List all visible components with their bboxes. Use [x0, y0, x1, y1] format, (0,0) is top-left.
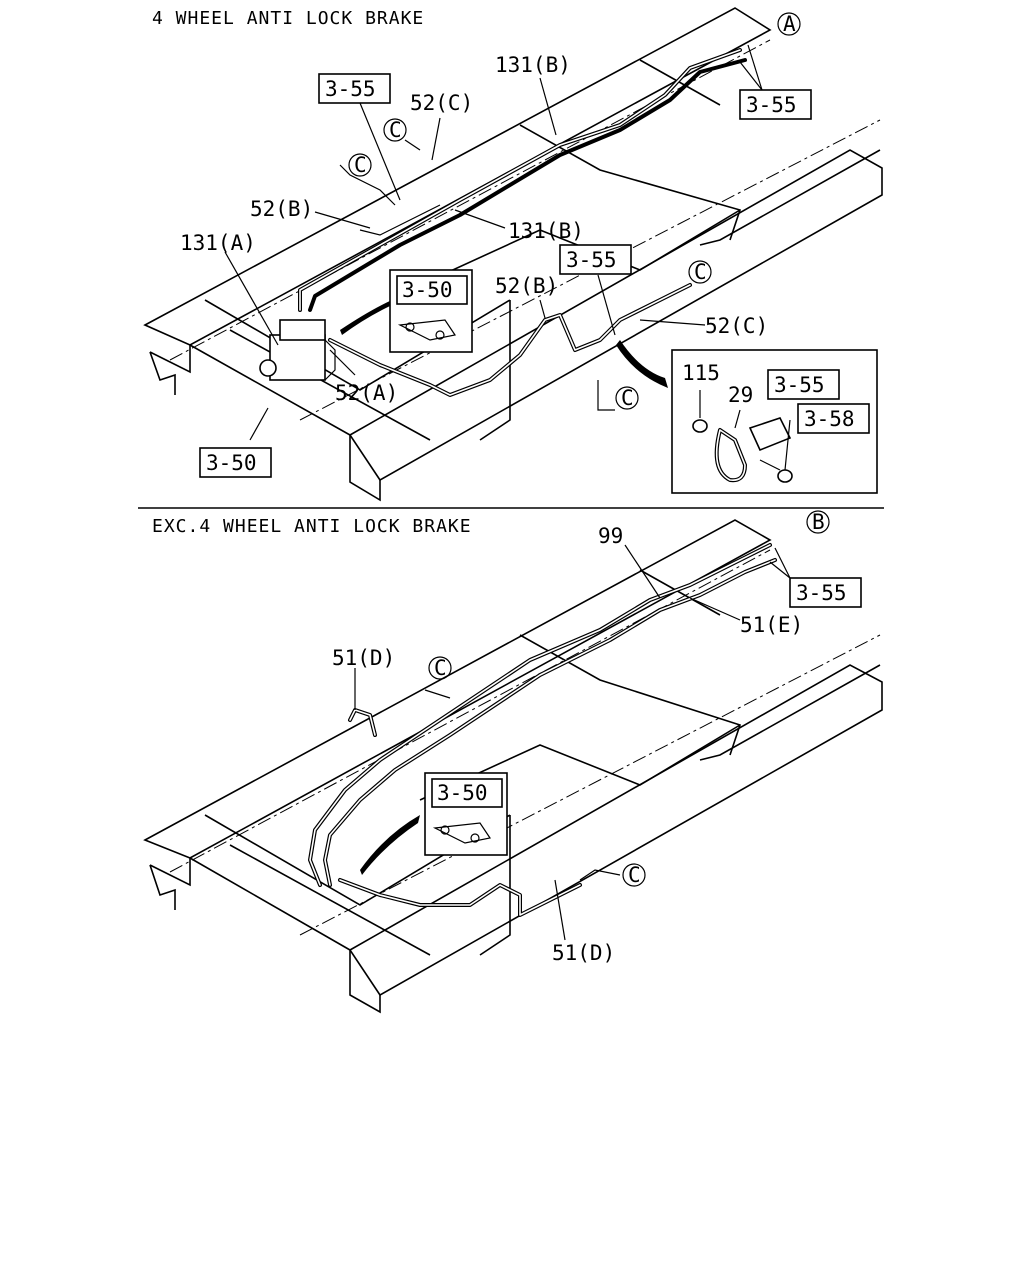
bottom-section: EXC.4 WHEEL ANTI LOCK BRAKE	[143, 510, 883, 1014]
ref-box-3-58	[797, 403, 870, 434]
ref-box-3-55-c	[559, 244, 632, 275]
bottom-part-labels: 99 51(E) 51(D) 51(D)	[332, 524, 803, 965]
top-ref-boxes: 3-55 3-55 3-55 3-50 3-50 115 29 3-55 3-5…	[199, 73, 878, 494]
ref-box-3-55-d	[767, 369, 840, 400]
part-52a: 52(A)	[335, 381, 398, 405]
bottom-circled-letters: B C C	[428, 510, 830, 887]
bottom-leader-lines	[354, 544, 791, 941]
circle-c2: C	[354, 153, 367, 177]
part-29: 29	[728, 383, 753, 407]
top-leader-lines	[224, 44, 763, 441]
ref-3-55-a: 3-55	[325, 77, 376, 101]
bottom-brake-pipes	[308, 543, 777, 917]
part-115: 115	[682, 361, 720, 385]
ref-3-55-b: 3-55	[746, 93, 797, 117]
top-circled-letters: A C C C C	[348, 12, 801, 410]
circle-c-bottom-1: C	[434, 656, 447, 680]
ref-box-3-50-bottom	[431, 778, 503, 808]
top-brake-pipes	[298, 48, 747, 397]
part-99: 99	[598, 524, 623, 548]
circle-c-bottom-2: C	[628, 863, 641, 887]
part-52b-left: 52(B)	[250, 197, 313, 221]
ref-box-3-50-a	[199, 447, 272, 478]
circle-a: A	[783, 12, 796, 36]
bottom-section-title: EXC.4 WHEEL ANTI LOCK BRAKE	[152, 516, 472, 537]
bottom-chassis-frame	[143, 519, 883, 1014]
ref-box-3-55-b	[739, 89, 812, 120]
part-51d-top: 51(D)	[332, 646, 395, 670]
ref-3-50-bottom: 3-50	[437, 781, 488, 805]
abs-hydraulic-unit	[259, 319, 336, 381]
ref-3-50-b: 3-50	[402, 278, 453, 302]
part-51e: 51(E)	[740, 613, 803, 637]
part-51d-bottom: 51(D)	[552, 941, 615, 965]
ref-box-3-55-bottom	[789, 577, 862, 608]
ref-box-3-50-b	[396, 275, 468, 305]
part-52b-right: 52(B)	[495, 274, 558, 298]
top-section-title: 4 WHEEL ANTI LOCK BRAKE	[152, 8, 424, 29]
ref-3-55-d: 3-55	[774, 373, 825, 397]
ref-3-55-bottom: 3-55	[796, 581, 847, 605]
circle-c3: C	[694, 260, 707, 284]
circle-b: B	[812, 510, 825, 534]
top-section: 4 WHEEL ANTI LOCK BRAKE	[143, 7, 883, 502]
top-part-labels: 131(B) 52(C) 52(B) 131(B) 131(A) 52(B) 5…	[180, 53, 768, 405]
part-52c-right: 52(C)	[705, 314, 768, 338]
ref-3-58: 3-58	[804, 407, 855, 431]
circle-c4: C	[621, 386, 634, 410]
bottom-ref-boxes: 3-55 3-50	[424, 577, 862, 856]
ref-box-3-55-a	[318, 73, 391, 104]
part-131a: 131(A)	[180, 231, 256, 255]
part-131b-mid: 131(B)	[508, 219, 584, 243]
part-52c-top: 52(C)	[410, 91, 473, 115]
ref-3-55-c: 3-55	[566, 248, 617, 272]
circle-c1: C	[389, 118, 402, 142]
part-131b-top: 131(B)	[495, 53, 571, 77]
ref-3-50-a: 3-50	[206, 451, 257, 475]
